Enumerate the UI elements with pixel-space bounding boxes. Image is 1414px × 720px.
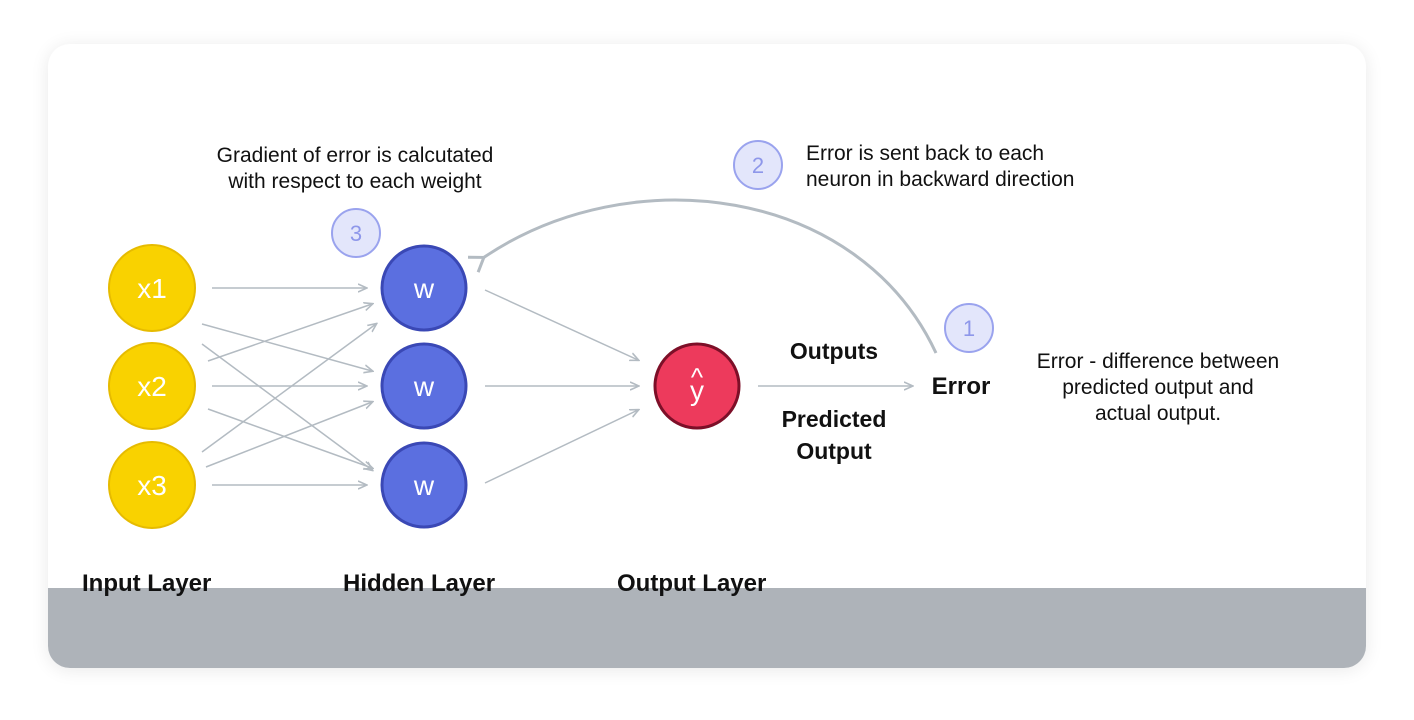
gradient-annotation-line2: with respect to each weight xyxy=(227,170,481,193)
backprop-curve-arrow xyxy=(468,198,938,354)
hidden-node-3: w xyxy=(380,441,468,529)
connection-w1-y xyxy=(484,289,638,360)
input-node-3: x3 xyxy=(108,441,196,529)
output-hat-symbol: ^ xyxy=(691,362,704,392)
input-node-1: x1 xyxy=(108,244,196,332)
outputs-label: Outputs xyxy=(790,338,878,364)
diagram-card xyxy=(48,44,1366,668)
step-badge-number: 2 xyxy=(752,153,764,178)
error-label: Error xyxy=(932,373,991,400)
step-badge-2: 2 xyxy=(733,140,783,190)
error-definition-line1: Error - difference between xyxy=(1037,350,1279,373)
output-symbol: y xyxy=(690,375,704,406)
connection-x2-w3 xyxy=(207,408,372,468)
hidden-node-2: w xyxy=(380,342,468,430)
input-layer-label: Input Layer xyxy=(82,570,212,597)
hidden-node-1: w xyxy=(380,244,468,332)
hidden-node-label: w xyxy=(413,273,435,304)
input-node-label: x3 xyxy=(137,470,167,501)
error-definition-line2: predicted output and xyxy=(1062,376,1253,399)
backprop-annotation-line1: Error is sent back to each xyxy=(806,142,1044,165)
connection-x1-w3 xyxy=(201,343,372,470)
input-hidden-connections xyxy=(201,288,376,485)
step-badge-1: 1 xyxy=(944,303,994,353)
connection-w3-y xyxy=(484,410,638,484)
step-badge-number: 3 xyxy=(350,221,362,246)
hidden-layer-label: Hidden Layer xyxy=(343,570,496,597)
input-node-label: x1 xyxy=(137,273,167,304)
hidden-node-label: w xyxy=(413,371,435,402)
layer-bar xyxy=(48,588,1366,668)
input-node-2: x2 xyxy=(108,342,196,430)
connection-x3-w2 xyxy=(205,402,372,468)
step-badge-number: 1 xyxy=(963,316,975,341)
gradient-annotation-line1: Gradient of error is calcutated xyxy=(217,144,494,167)
hidden-node-label: w xyxy=(413,470,435,501)
predicted-output-label-line2: Output xyxy=(796,438,872,464)
error-definition-line3: actual output. xyxy=(1095,402,1221,425)
output-layer-label: Output Layer xyxy=(617,570,767,597)
connection-x3-w1 xyxy=(201,324,376,453)
connection-x2-w1 xyxy=(207,304,372,362)
input-node-label: x2 xyxy=(137,371,167,402)
predicted-output-label-line1: Predicted xyxy=(782,406,887,432)
backprop-annotation-line2: neuron in backward direction xyxy=(806,168,1075,191)
connection-x1-w2 xyxy=(201,323,372,371)
step-badge-3: 3 xyxy=(331,208,381,258)
output-node: ^ y xyxy=(653,342,741,430)
hidden-output-connections xyxy=(484,289,638,484)
